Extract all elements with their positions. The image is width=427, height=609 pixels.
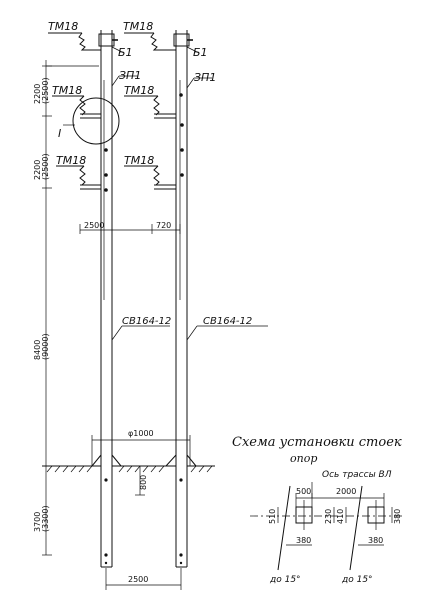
scheme-axis-label: Ось трассы ВЛ [322, 470, 392, 480]
dim-2200-a: 2200 [33, 84, 42, 104]
label-pole-type-1: СВ164-12 [122, 316, 171, 327]
ground-line [42, 454, 215, 496]
phi-dimension [91, 435, 191, 466]
dim-2200-b: 2200 [33, 160, 42, 180]
label-b1-2: Б1 [193, 46, 208, 59]
right-pole [173, 30, 190, 568]
dim-720: 720 [156, 221, 171, 230]
dim-800: 800 [139, 475, 148, 490]
dim-9000: (9000) [41, 333, 50, 360]
scheme-dim-230: 230 [324, 509, 333, 524]
scheme-dim-380-1: 380 [296, 536, 311, 545]
cable-mid2-left [56, 165, 101, 190]
label-tm18-4: ТМ18 [124, 84, 154, 97]
label-detail-i: I [58, 127, 61, 140]
b1-leaders [111, 46, 200, 54]
dim-2500-upper: 2500 [84, 221, 104, 230]
label-b1-1: Б1 [118, 46, 133, 59]
label-tm18-6: ТМ18 [124, 154, 154, 167]
bottom-span-dimension [105, 568, 182, 590]
label-tm18-5: ТМ18 [56, 154, 86, 167]
cable-mid1-left [52, 95, 120, 145]
scheme-dim-410: 410 [336, 509, 345, 524]
cable-mid1-right [124, 95, 176, 119]
label-tm18-2: ТМ18 [123, 20, 153, 33]
dim-3700: 3700 [33, 512, 42, 532]
label-tm18-3: ТМ18 [52, 84, 82, 97]
left-dimension-chain [42, 60, 99, 556]
dim-2500-bottom: 2500 [128, 575, 148, 584]
label-phi1000: φ1000 [128, 429, 154, 438]
dim-2500-b: (2500) [41, 153, 50, 180]
dim-3300: (3300) [41, 505, 50, 532]
dim-2500-a: (2500) [41, 77, 50, 104]
label-zp1-1: ЗП1 [119, 69, 141, 82]
scheme-dim-380-3: 380 [393, 509, 402, 524]
scheme-dim-500: 500 [296, 487, 311, 496]
scheme-dim-380-2: 380 [368, 536, 383, 545]
scheme-title: Схема установки стоек [232, 435, 402, 450]
scheme-angle-2: до 15° [341, 575, 373, 585]
scheme-dim-2000: 2000 [336, 487, 356, 496]
scheme-title-2: опор [290, 452, 317, 465]
label-zp1-2: ЗП1 [194, 71, 216, 84]
cable-mid2-right [124, 165, 176, 190]
scheme-angle-1: до 15° [269, 575, 301, 585]
left-pole [98, 30, 115, 568]
label-pole-type-2: СВ164-12 [203, 316, 252, 327]
dim-8400: 8400 [33, 340, 42, 360]
scheme-layout [250, 482, 405, 571]
cable-top-left [48, 32, 118, 51]
zp1-leaders [111, 75, 212, 89]
pole-type-leaders [111, 325, 268, 341]
label-tm18-1: ТМ18 [48, 20, 78, 33]
scheme-dim-510: 510 [268, 509, 277, 524]
upper-span-dimension [79, 224, 181, 234]
cable-top-right [124, 32, 193, 51]
